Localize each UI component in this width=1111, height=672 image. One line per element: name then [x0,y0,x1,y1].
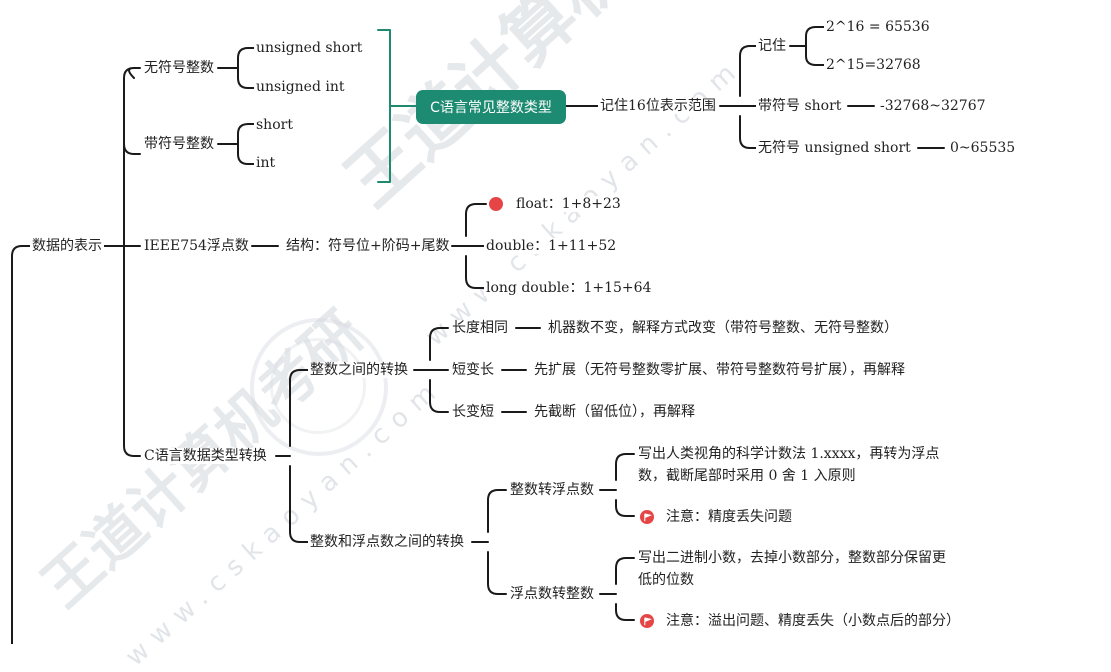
float-format-node[interactable]: float：1+8+23 [514,196,623,212]
unsigned-int-node[interactable]: unsigned int [254,79,347,95]
watermark-seal-inner [270,338,366,434]
connector-main-branch [123,67,141,457]
float-to-int-detail[interactable]: 写出二进制小数，去掉小数部分，整数部分保留更低的位数 [638,550,946,588]
range-node[interactable]: 记住16位表示范围 [598,98,718,114]
unsigned-short-range-node[interactable]: 无符号 unsigned short [756,140,913,156]
signed-short-range-value[interactable]: -32768~32767 [878,98,988,114]
int-float-conversion-node[interactable]: 整数和浮点数之间的转换 [308,534,466,550]
flag-icon-glyph [643,512,652,521]
c-type-conversion-node[interactable]: C语言数据类型转换 [142,448,269,464]
signed-short-range-node[interactable]: 带符号 short [756,98,844,114]
rule-long-to-short-node[interactable]: 长变短 [450,404,496,420]
rule-short-to-long-node[interactable]: 短变长 [450,362,496,378]
unsigned-short-range-value[interactable]: 0~65535 [948,140,1018,156]
ieee754-structure-node[interactable]: 结构：符号位+阶码+尾数 [284,238,452,254]
remember-node[interactable]: 记住 [756,38,788,54]
int-node[interactable]: int [254,155,278,171]
flag-icon [640,510,654,524]
rule-long-to-short-detail[interactable]: 先截断（留低位），再解释 [532,404,697,420]
connector-root-trunk [11,245,31,644]
float-to-int-node[interactable]: 浮点数转整数 [508,586,596,602]
rule-same-length-detail[interactable]: 机器数不变，解释方式改变（带符号整数、无符号整数） [546,320,900,336]
rule-short-to-long-detail[interactable]: 先扩展（无符号整数零扩展、带符号整数符号扩展），再解释 [532,362,907,378]
int-to-float-node[interactable]: 整数转浮点数 [508,482,596,498]
connector-signed [217,123,257,165]
center-node-c-integer-types[interactable]: C语言常见整数类型 [416,90,566,124]
watermark-seal [250,318,388,456]
connector-int-float [471,489,507,595]
connector-to-int [599,557,635,621]
ieee754-node[interactable]: IEEE754浮点数 [142,238,251,254]
connector-unsigned [217,47,257,89]
int-to-float-detail[interactable]: 写出人类视角的科学计数法 1.xxxx，再转为浮点数，截断尾部时采用 0 舍 1… [638,446,940,484]
root-node[interactable]: 数据的表示 [30,238,104,254]
double-format-node[interactable]: double：1+11+52 [484,238,619,254]
remember-value-2-15[interactable]: 2^15=32768 [824,57,923,73]
long-double-format-node[interactable]: long double：1+15+64 [484,280,654,296]
int-int-conversion-node[interactable]: 整数之间的转换 [308,362,410,378]
connector-range [719,45,759,149]
red-dot-icon [489,197,503,211]
unsigned-integer-node[interactable]: 无符号整数 [142,60,216,76]
connector-to-float [599,453,635,517]
int-to-float-note[interactable]: 注意：精度丢失问题 [664,509,794,525]
float-to-int-note[interactable]: 注意：溢出问题、精度丢失（小数点后的部分） [664,613,962,629]
flag-icon [640,614,654,628]
signed-integer-node[interactable]: 带符号整数 [142,136,216,152]
unsigned-short-node[interactable]: unsigned short [254,40,365,56]
rule-same-length-node[interactable]: 长度相同 [450,320,510,336]
flag-icon-glyph [643,616,652,625]
mindmap-connectors [11,26,945,644]
short-node[interactable]: short [254,117,295,133]
connector-ieee-formats [451,203,487,289]
connector-remember [789,26,825,66]
connector-conversion [275,369,309,543]
connector-teal-bracket [377,29,417,183]
remember-value-2-16[interactable]: 2^16 = 65536 [824,19,932,35]
connector-int-int [413,327,449,413]
